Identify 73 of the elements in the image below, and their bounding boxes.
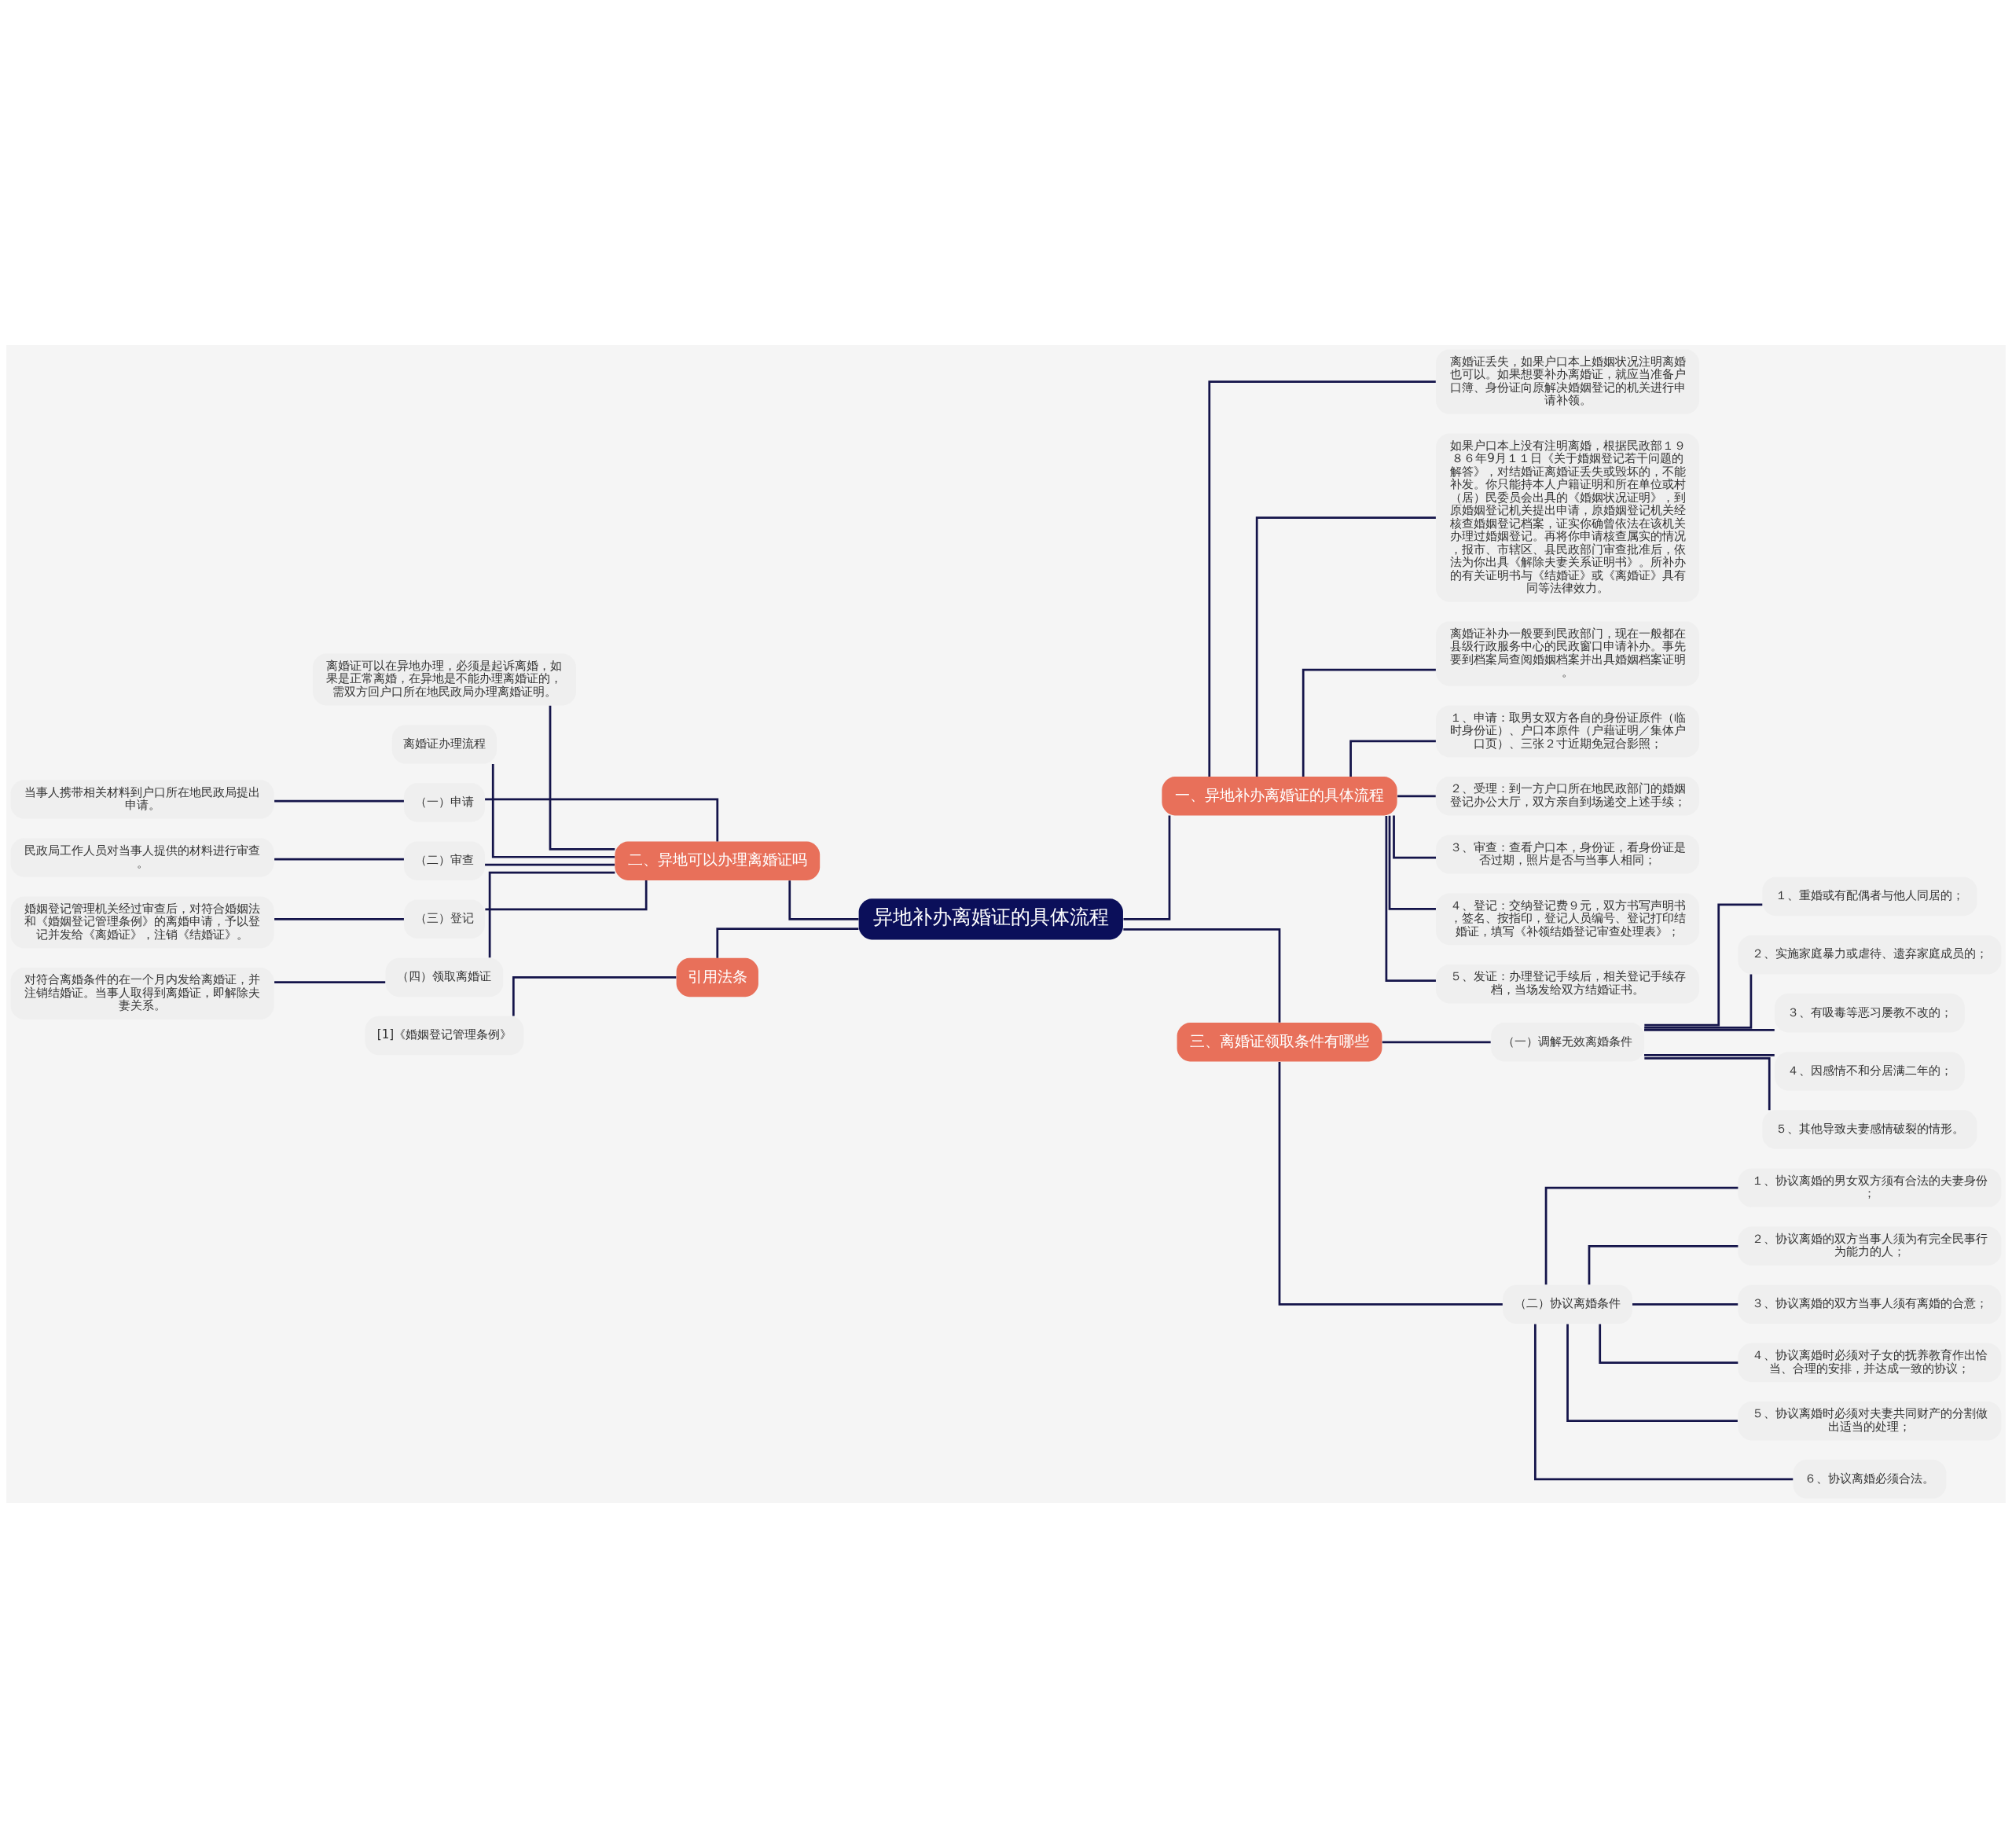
connector (1123, 815, 1171, 920)
node-box: （一）申请 (404, 783, 485, 822)
node-box: １、重婚或有配偶者与他人同居的； (1762, 876, 1977, 917)
node-box: 一、异地补办离婚证的具体流程 (1162, 777, 1397, 816)
node-box: （二）审查 (404, 841, 485, 880)
node-box: ３、协议离婚的双方当事人须有离婚的合意； (1738, 1284, 2002, 1324)
connector (1644, 974, 1753, 1029)
connector (1544, 1186, 1738, 1285)
connector (1208, 380, 1436, 777)
connector (1644, 1057, 1771, 1111)
node-box: [1]《婚姻登记管理条例》 (365, 1016, 524, 1056)
node-box: 离婚证补办一般要到民政部门，现在一般都在县级行政服务中心的民政窗口申请补办。事先要到档案局查阅婚姻档案并出具婚姻档案证明。 (1436, 621, 1699, 686)
node-box: ２、实施家庭暴力或虐待、遗弃家庭成员的； (1738, 935, 2002, 975)
connector (1644, 1029, 1775, 1031)
node-box: （三）登记 (404, 899, 485, 939)
connector (1566, 1324, 1738, 1423)
connector (1599, 1324, 1738, 1364)
connector (1388, 815, 1436, 910)
node-box: 民政局工作人员对当事人提供的材料进行审查。 (10, 838, 274, 877)
node-box: 三、离婚证领取条件有哪些 (1177, 1023, 1382, 1062)
connector (1588, 1244, 1738, 1285)
node-box: 当事人携带相关材料到户口所在地民政局提出申请。 (10, 780, 274, 819)
node-box: 如果户口本上没有注明离婚，根据民政部１９８６年9月１１日《关于婚姻登记若干问题的解答》，对结婚证离婚证丢失或毁坏的，不能补发。你只能持本人户籍证明和所在单位或村（居）民委员会出具的《婚姻状况证明》，到原婚姻登记机关提出申请，原婚姻登记机关经核查婚姻登记档案，证实你确曾依法在该机关办理过婚姻登记。再将你申请核查属实的情况，报市、市辖区、县民政部门审查批准后，依法为你出具《解除夫妻关系证明书》。所补办的有关证明书与《结婚证》或《离婚证》具有同等法律效力。 (1436, 433, 1699, 602)
node-box: 离婚证办理流程 (391, 725, 497, 764)
connector (716, 928, 859, 958)
node-box: 引用法条 (676, 957, 758, 997)
node-box: 离婚证丢失，如果户口本上婚姻状况注明离婚也可以。如果想要补办离婚证，就应当准备户口簿、身份证向原解决婚姻登记的机关进行申请补领。 (1436, 349, 1699, 414)
connector (1397, 795, 1436, 798)
node-box: ２、协议离婚的双方当事人须为有完全民事行为能力的人； (1738, 1226, 2002, 1266)
connector (485, 863, 615, 866)
node-box: ４、协议离婚时必须对子女的抚养教育作出恰当、合理的安排，并达成一致的协议； (1738, 1343, 2002, 1383)
connector (1278, 1061, 1503, 1306)
node-box: 异地补办离婚证的具体流程 (858, 898, 1123, 940)
node-box: 二、异地可以办理离婚证吗 (615, 841, 821, 880)
node-box: ３、审查：查看户口本，身份证，看身份证是否过期，照片是否与当事人相同； (1436, 835, 1699, 874)
connector (1349, 740, 1436, 777)
node-box: １、申请：取男女双方各自的身份证原件（临时身份证）、户口本原件（户藉证明／集体户口页）、三张２寸近期免冠合影照； (1436, 705, 1699, 758)
connector (1255, 516, 1436, 777)
connector (1644, 903, 1763, 1027)
node-box: ４、登记：交纳登记费９元，双方书写声明书，签名、按指印，登记人员编号、登记打印结婚证，填写《补领结婚登记审查处理表》； (1436, 893, 1699, 946)
connector (512, 976, 677, 1016)
node-box: （四）领取离婚证 (385, 957, 504, 997)
node-box: ５、协议离婚时必须对夫妻共同财产的分割做出适当的处理； (1738, 1401, 2002, 1441)
node-box: ６、协议离婚必须合法。 (1793, 1460, 1947, 1499)
node-box: ５、发证：办理登记手续后，相关登记手续存档，当场发给双方结婚证书。 (1436, 964, 1699, 1004)
node-box: ５、其他导致夫妻感情破裂的情形。 (1762, 1110, 1977, 1149)
connector (1302, 668, 1436, 777)
node-box: 离婚证可以在异地办理，必须是起诉离婚，如果是正常离婚，在异地是不能办理离婚证的，需双方回户口所在地民政局办理离婚证明。 (313, 653, 576, 706)
node-box: ３、有吸毒等恶习屡教不改的； (1775, 994, 1965, 1033)
connector (491, 763, 615, 858)
connector (274, 799, 404, 803)
connector (274, 858, 404, 861)
connector (549, 705, 615, 851)
connector (1632, 1303, 1738, 1306)
connector (1123, 928, 1281, 1023)
node-box: （二）协议离婚条件 (1503, 1284, 1632, 1324)
connector (788, 880, 859, 920)
node-box: （一）调解无效离婚条件 (1491, 1023, 1644, 1062)
connector (1382, 1041, 1491, 1044)
connector (1385, 815, 1436, 982)
node-box: ４、因感情不和分居满二年的； (1775, 1052, 1965, 1091)
node-box: ２、受理：到一方户口所在地民政部门的婚姻登记办公大厅，双方亲自到场递交上述手续； (1436, 777, 1699, 816)
node-box: 对符合离婚条件的在一个月内发给离婚证，并注销结婚证。当事人取得到离婚证，即解除夫妻关系。 (10, 968, 274, 1020)
connector (485, 798, 719, 842)
connector (488, 871, 615, 958)
connector (485, 880, 648, 911)
node-box: １、协议离婚的男女双方须有合法的夫妻身份； (1738, 1168, 2002, 1207)
connector (274, 981, 386, 983)
node-box: 婚姻登记管理机关经过审查后，对符合婚姻法和《婚姻登记管理条例》的离婚申请，予以登记并发给《离婚证》，注销《结婚证》。 (10, 896, 274, 949)
connector (1393, 815, 1436, 859)
connector (1533, 1324, 1794, 1481)
connector (1644, 1053, 1775, 1056)
connector (274, 917, 404, 920)
